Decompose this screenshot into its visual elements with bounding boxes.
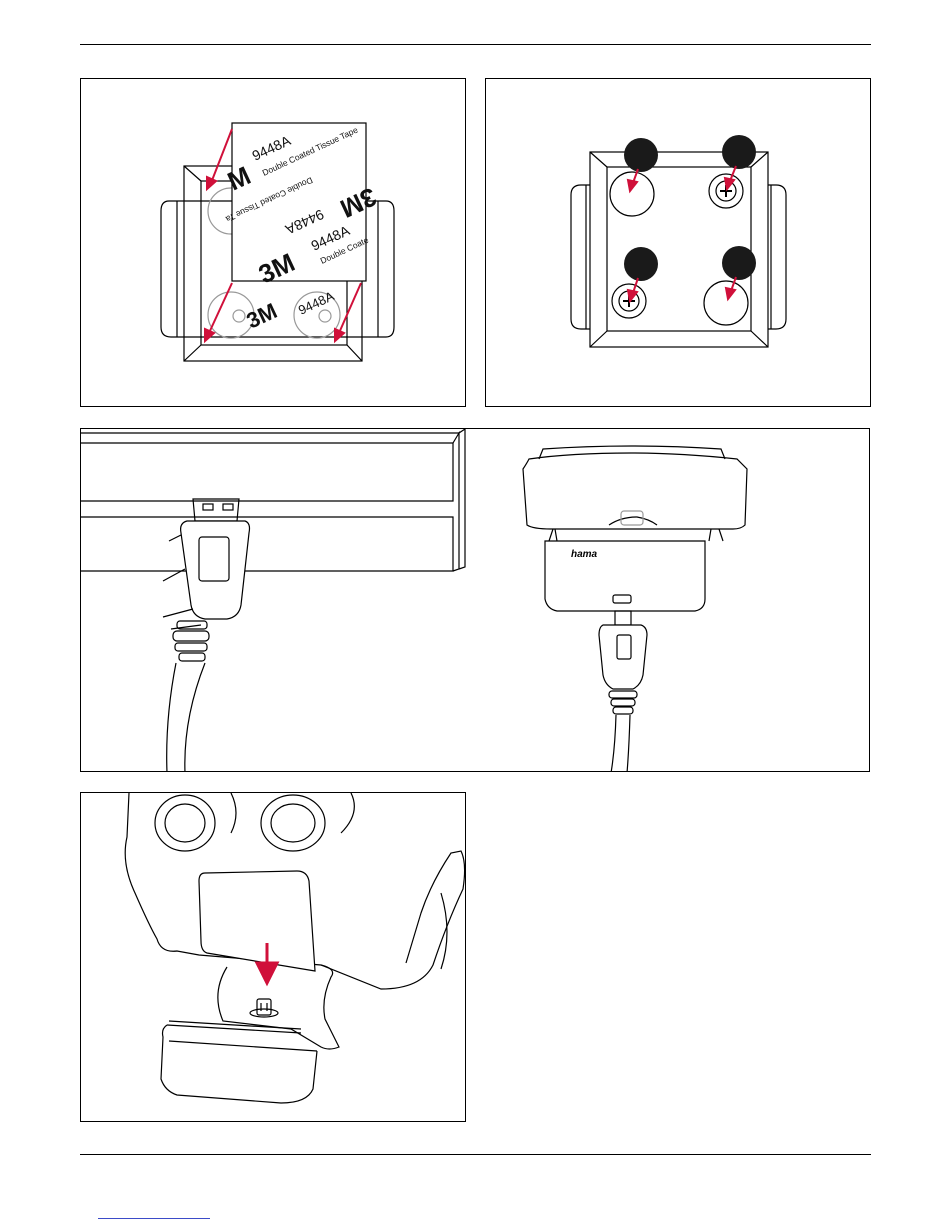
- screws-illustration: [486, 79, 871, 407]
- figure-screw-positions: [485, 78, 871, 407]
- ghost-brand: 3M: [243, 298, 281, 334]
- footer-rule: [80, 1154, 871, 1155]
- footer-link-underline: [98, 1218, 210, 1219]
- figure-dock-insertion: [80, 792, 466, 1122]
- header-rule: [80, 44, 871, 45]
- micro-usb-plug: [599, 611, 647, 772]
- usb-illustration: hama: [81, 429, 870, 772]
- hama-logo: hama: [571, 549, 598, 560]
- dock-illustration: [81, 793, 466, 1122]
- tape-illustration: 3M 9448A 9448A Double Coated Tissue Tape…: [81, 79, 466, 407]
- dock-connector: [257, 999, 271, 1015]
- dock-unit: [523, 446, 747, 611]
- figure-adhesive-tape: 3M 9448A 9448A Double Coated Tissue Tape…: [80, 78, 466, 407]
- figure-usb-charging: hama: [80, 428, 870, 772]
